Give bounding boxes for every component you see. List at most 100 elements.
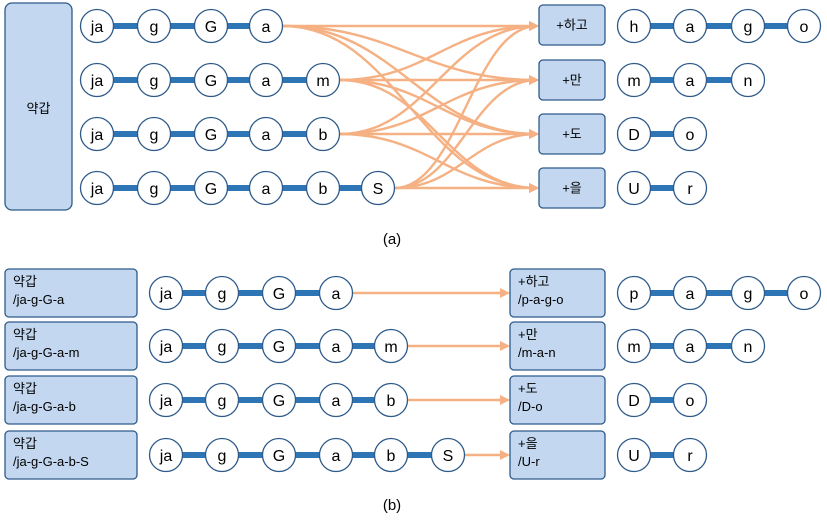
panel-b-left-box-1-line: 약갑 [13, 274, 37, 289]
panel-b-suffix-box-2-line: /m-a-n [518, 345, 556, 360]
panel-a-row-3-node-label: b [319, 127, 328, 144]
panel-a-output-2-node-label: a [686, 73, 695, 90]
panel-b-output-4-node: r [672, 437, 708, 473]
panel-a-row-1-node: ja [79, 8, 115, 44]
panel-a-output-4-node: U [616, 170, 652, 206]
panel-b: 약갑/ja-g-G-a약갑/ja-g-G-a-m약갑/ja-g-G-a-b약갑/… [4, 268, 822, 514]
panel-b-suffix-box-2-line: +만 [518, 327, 538, 342]
panel-b-row-4-node: g [204, 437, 240, 473]
panel-a-output-1-node: o [786, 8, 822, 44]
panel-b-output-4-node: U [616, 437, 652, 473]
panel-a-output-4-node-label: U [628, 181, 640, 198]
panel-a-output-2-node: m [616, 62, 652, 98]
panel-b-output-2-node: a [672, 328, 708, 364]
panel-b-row-4-node-label: g [218, 448, 227, 465]
panel-b-row-4-node-label: ja [159, 448, 173, 465]
panel-b-row-4-node-label: S [443, 448, 454, 465]
panel-a-row-1-node: G [193, 8, 229, 44]
panel-a-arrow [339, 78, 539, 139]
panel-a-row-3-node: b [305, 116, 341, 152]
panel-a-arrow [394, 21, 539, 190]
panel-b-output-1-node: g [730, 275, 766, 311]
panel-b-output-1-node-label: g [744, 286, 753, 303]
panel-b-row-1-node: a [318, 275, 354, 311]
panel-a-row-2-node-label: g [150, 73, 159, 90]
panel-b-suffix-box-1-line: +하고 [518, 274, 550, 289]
panel-b-row-3-node-label: ja [159, 393, 173, 410]
panel-b-output-2-node-label: n [744, 339, 753, 356]
panel-b-suffix-box-1: +하고/p-a-g-o [509, 268, 606, 318]
panel-b-row-4-node: a [318, 437, 354, 473]
panel-b-left-box-2-line: /ja-g-G-a-m [13, 345, 79, 360]
panel-b-row-3-node-label: g [218, 393, 227, 410]
panel-b-output-3-node: o [672, 382, 708, 418]
panel-a-suffix-1-label: +하고 [556, 18, 588, 33]
panel-a-output-1-node: g [730, 8, 766, 44]
panel-b-left-boxes: 약갑/ja-g-G-a약갑/ja-g-G-a-m약갑/ja-g-G-a-b약갑/… [4, 268, 138, 480]
panel-a-row-4-node: a [248, 170, 284, 206]
panel-a-row-2-node-label: m [316, 73, 329, 90]
panel-a-row-2-node-label: a [262, 73, 271, 90]
panel-b-row-3-node-label: a [332, 393, 341, 410]
panel-b-suffix-box-3: +도/D-o [509, 375, 606, 425]
panel-a-arrows [282, 21, 539, 193]
panel-b-row-3-node: g [204, 382, 240, 418]
panel-a-row-2-node: a [248, 62, 284, 98]
panel-a-arrow [339, 132, 539, 193]
panel-b-output-3-node: D [616, 382, 652, 418]
panel-b-suffix-box-3-line: +도 [518, 381, 538, 396]
panel-b-row-3-node: ja [148, 382, 184, 418]
panel-a-row-2-node: g [136, 62, 172, 98]
panel-a-row-4-node: g [136, 170, 172, 206]
panel-b-left-box-2: 약갑/ja-g-G-a-m [4, 321, 138, 371]
panel-b-suffix-boxes: +하고/p-a-g-o +만/m-a-n +도/D-o+을/U-r [509, 268, 606, 480]
panel-b-row-2-node: g [204, 328, 240, 364]
panel-b-row-4-node-label: b [387, 448, 396, 465]
panel-a-output-2-node: n [730, 62, 766, 98]
panel-b-row-4-node: b [373, 437, 409, 473]
panel-a-row-1-node: a [248, 8, 284, 44]
panel-b-row-3-node: G [261, 382, 297, 418]
panel-b-row-1-node-label: g [218, 286, 227, 303]
panel-b-output-4-node-label: U [628, 448, 640, 465]
panel-a-row-2-node-label: ja [90, 73, 104, 90]
panel-a-row-3-node: G [193, 116, 229, 152]
panel-a-row-1-node-label: a [262, 19, 271, 36]
panel-a-row-2-node: G [193, 62, 229, 98]
panel-b-row-2-node-label: g [218, 339, 227, 356]
panel-b-row-4-node: ja [148, 437, 184, 473]
panel-b-row-1-node: ja [148, 275, 184, 311]
panel-b-left-box-4: 약갑/ja-g-G-a-b-S [4, 430, 138, 480]
panel-a-output-3-node: D [616, 116, 652, 152]
panel-a-row-4-node-label: S [373, 181, 384, 198]
panel-a-suffix-4-label: +을 [562, 181, 582, 196]
panel-a-row-3-node: a [248, 116, 284, 152]
panel-b-arrows [352, 288, 510, 460]
panel-b-row-2-node: G [261, 328, 297, 364]
panel-a-suffix-2: +만 [538, 59, 606, 101]
panel-b-row-3-node-label: G [273, 393, 285, 410]
panel-b-row-2-node-label: a [332, 339, 341, 356]
panel-a-row-4-node: G [193, 170, 229, 206]
panel-b-row-3-node: b [373, 382, 409, 418]
panel-b-row-2-node: m [373, 328, 409, 364]
panel-a-arrow [282, 24, 539, 85]
panel-a-output-1-node-label: g [744, 19, 753, 36]
panel-b-output-3-node-label: D [628, 393, 640, 410]
panel-a-output-1-node-label: a [686, 19, 695, 36]
panel-b-output-2-node: m [616, 328, 652, 364]
panel-a-row-1-node-label: ja [90, 19, 104, 36]
panel-b-suffix-box-4: +을/U-r [509, 430, 606, 480]
panel-b-row-4-node-label: a [332, 448, 341, 465]
panel-b-output-3-node-label: o [686, 393, 695, 410]
panel-a-output-3-node: o [672, 116, 708, 152]
panel-b-row-1-node: g [204, 275, 240, 311]
panel-a-output-1-node-label: h [630, 19, 639, 36]
panel-a-row-1-node: g [136, 8, 172, 44]
panel-a-row-4-node: S [360, 170, 396, 206]
panel-b-output-4-node-label: r [687, 448, 693, 465]
panel-b-output-2-node-label: a [686, 339, 695, 356]
